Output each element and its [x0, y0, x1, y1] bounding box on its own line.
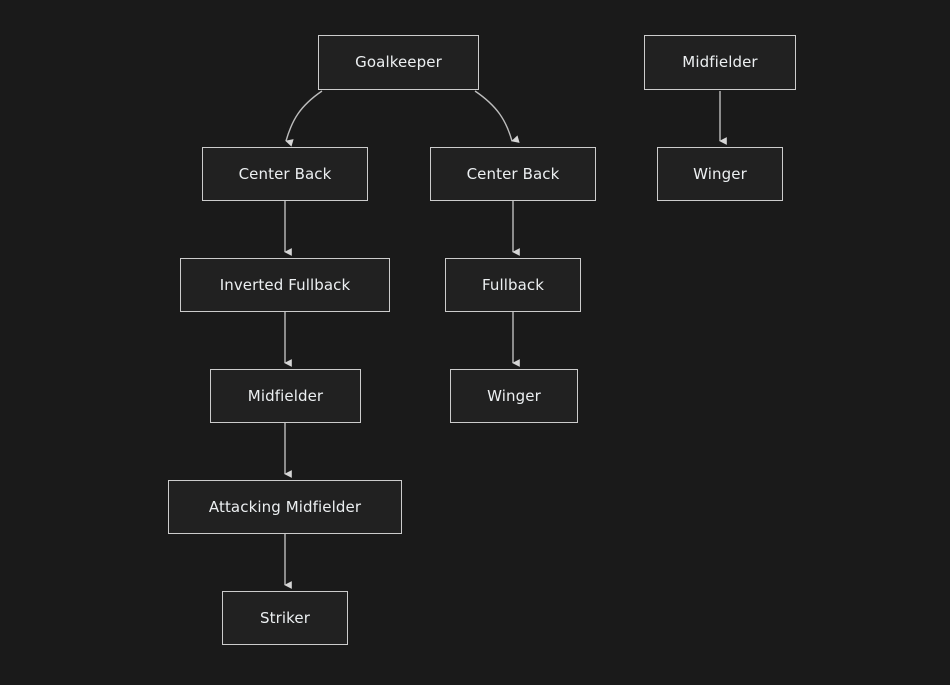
node-cb_r[interactable]: Center Back	[430, 147, 596, 201]
node-wng_r[interactable]: Winger	[657, 147, 783, 201]
node-label-wng_r: Winger	[693, 164, 747, 183]
node-label-ifb: Inverted Fullback	[219, 275, 351, 294]
edge-gk-to-cb_l	[285, 90, 323, 147]
node-mid_l[interactable]: Midfielder	[210, 369, 361, 423]
node-label-st: Striker	[260, 608, 310, 627]
node-label-am: Attacking Midfielder	[208, 497, 362, 516]
edge-gk-to-cb_r	[474, 90, 520, 143]
node-label-fb: Fullback	[481, 275, 545, 294]
node-st[interactable]: Striker	[222, 591, 348, 645]
node-label-mid_r: Midfielder	[682, 53, 758, 71]
node-label-gk: Goalkeeper	[355, 53, 442, 71]
node-cb_l[interactable]: Center Back	[202, 147, 368, 201]
node-mid_r[interactable]: Midfielder	[644, 35, 796, 90]
node-label-cb_r: Center Back	[466, 164, 560, 183]
node-am[interactable]: Attacking Midfielder	[168, 480, 402, 534]
node-ifb[interactable]: Inverted Fullback	[180, 258, 390, 312]
node-label-cb_l: Center Back	[238, 164, 332, 183]
node-fb[interactable]: Fullback	[445, 258, 581, 312]
node-wng_c[interactable]: Winger	[450, 369, 578, 423]
node-gk[interactable]: Goalkeeper	[318, 35, 479, 90]
node-label-mid_l: Midfielder	[247, 386, 324, 405]
node-label-wng_c: Winger	[487, 386, 541, 405]
